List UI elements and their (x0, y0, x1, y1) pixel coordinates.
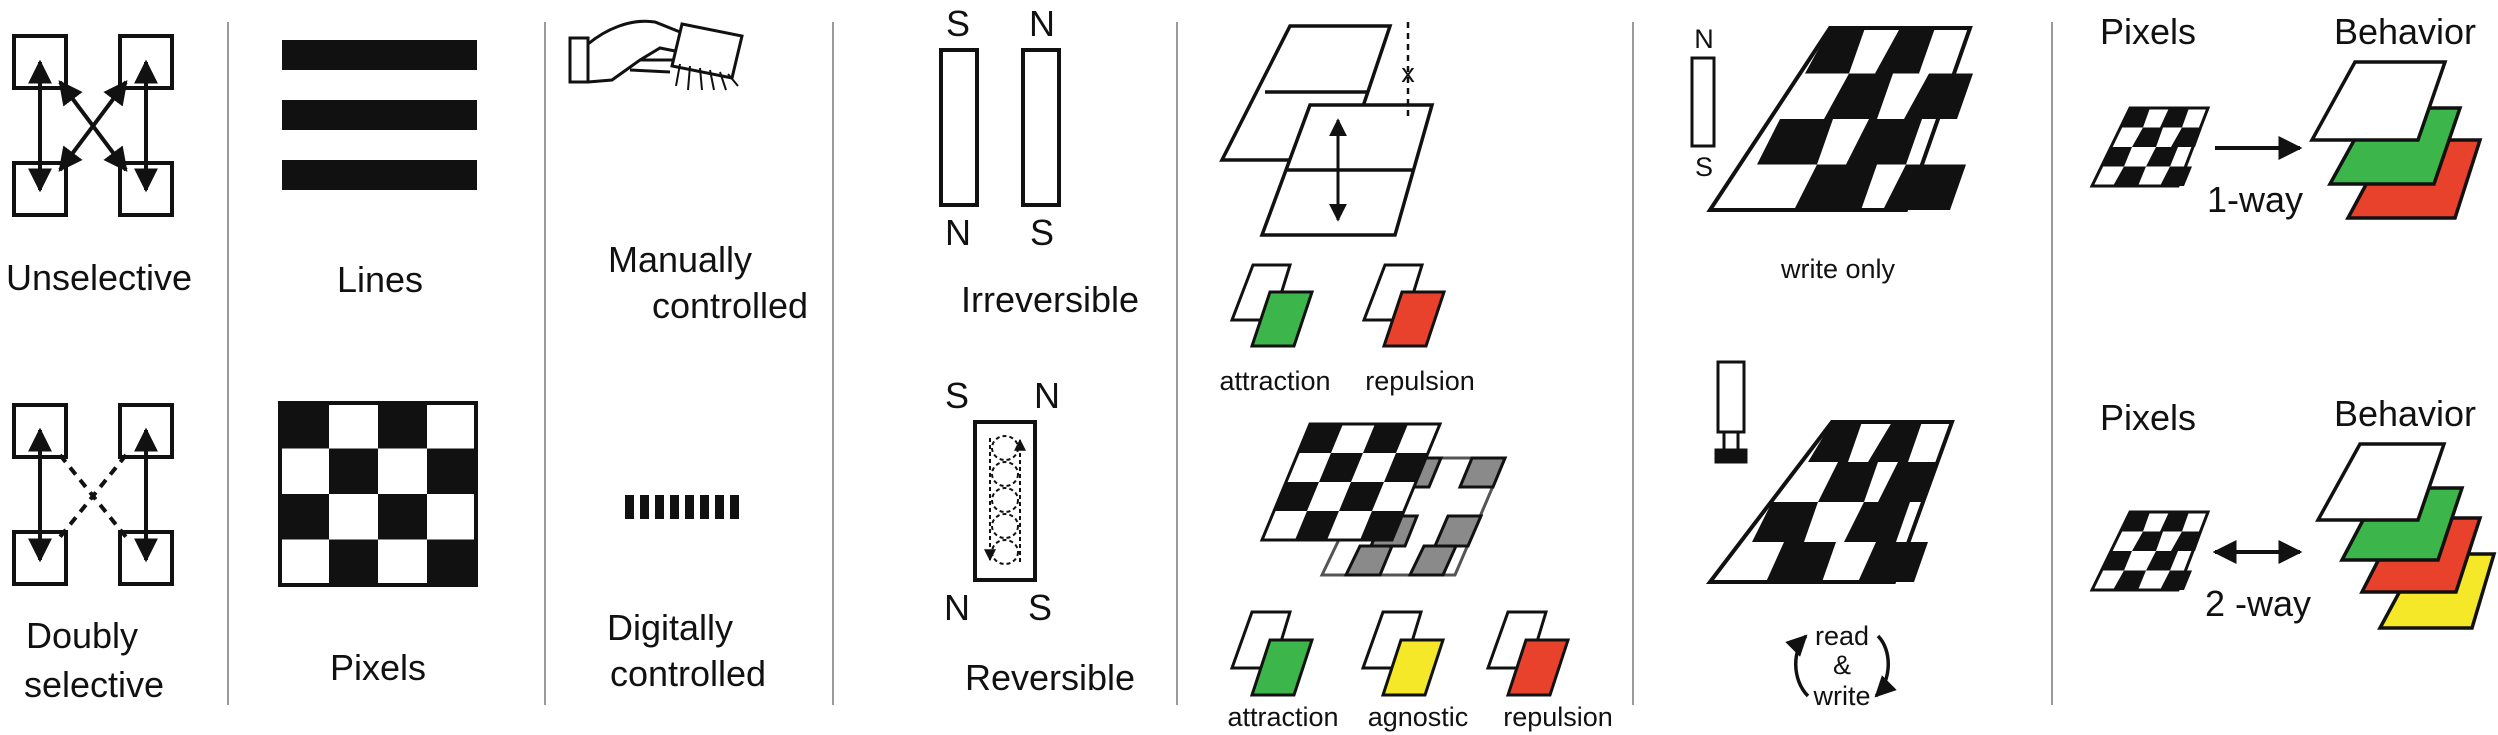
read-write-cycle-arrows (1785, 634, 1897, 698)
column-dividers (227, 22, 2053, 705)
small-checkerboard-top (2089, 106, 2211, 188)
irreversible-label: Irreversible (961, 279, 1139, 320)
two-way-label: 2 -way (2205, 583, 2311, 624)
read-write-checkerboard (1705, 420, 1955, 584)
write-only-label: write only (1780, 254, 1896, 284)
one-way-label: 1-way (2207, 179, 2303, 220)
irreversible-magnets (939, 48, 1061, 207)
irreversible-magnet1-top-pole: S (946, 3, 970, 44)
doubly-selective-label-line2: selective (24, 664, 164, 705)
attraction-label-top: attraction (1219, 366, 1330, 396)
write-magnet (1690, 56, 1716, 148)
behavior-stack-top (2309, 60, 2483, 220)
behavior-title-bottom: Behavior (2334, 393, 2476, 434)
read-write-head-icon (1714, 360, 1748, 464)
repulsion-swatch-bottom (1485, 610, 1571, 697)
write-only-checkerboard (1706, 26, 1973, 212)
behavior-stack-bottom (2315, 442, 2497, 630)
agnostic-swatch (1360, 610, 1446, 697)
attraction-swatch-bottom (1229, 610, 1315, 697)
write-label: write (1812, 681, 1870, 711)
reversible-top-pole-right: N (1034, 375, 1060, 416)
attraction-label-bottom: attraction (1227, 702, 1338, 732)
digital-label-line1: Digitally (607, 607, 733, 648)
write-magnet-s: S (1695, 152, 1713, 182)
overlapping-checkerboards (1259, 422, 1508, 577)
repulsion-label-top: repulsion (1365, 366, 1475, 396)
small-checkerboard-bottom (2089, 510, 2211, 592)
manual-label-line1: Manually (608, 239, 752, 280)
pixels-checkerboard (278, 401, 478, 587)
attraction-swatch (1229, 263, 1315, 348)
reversible-top-pole-left: S (945, 375, 969, 416)
digital-dashes-icon (625, 495, 739, 519)
irreversible-magnet2-bottom-pole: S (1030, 212, 1054, 253)
digital-label-line2: controlled (610, 653, 766, 694)
irreversible-magnet1-bottom-pole: N (945, 212, 971, 253)
repulsion-label-bottom: repulsion (1503, 702, 1613, 732)
doubly-selective-diagram (12, 403, 174, 586)
reversible-bottom-pole-left: N (944, 587, 970, 628)
pixels-title-bottom: Pixels (2100, 397, 2196, 438)
unselective-diagram (12, 34, 174, 217)
repulsion-x-mark: x (1401, 58, 1415, 88)
agnostic-label: agnostic (1368, 702, 1469, 732)
reversible-bottom-pole-right: S (1028, 587, 1052, 628)
doubly-selective-label-line1: Doubly (26, 615, 138, 656)
unselective-label: Unselective (6, 257, 192, 298)
hand-magnet-icon (568, 19, 744, 91)
write-magnet-n: N (1694, 24, 1714, 54)
irreversible-magnet2-top-pole: N (1029, 3, 1055, 44)
reversible-magnet (973, 420, 1037, 582)
manual-label-line2: controlled (652, 285, 808, 326)
stacked-sheets-diagram (1219, 22, 1435, 237)
ampersand-label: & (1833, 650, 1851, 680)
lines-diagram (282, 40, 477, 190)
repulsion-swatch (1361, 263, 1447, 348)
reversible-label: Reversible (965, 657, 1135, 698)
read-label: read (1815, 621, 1869, 651)
behavior-title-top: Behavior (2334, 11, 2476, 52)
pixels-label: Pixels (330, 647, 426, 688)
pixels-title-top: Pixels (2100, 11, 2196, 52)
lines-label: Lines (337, 259, 423, 300)
